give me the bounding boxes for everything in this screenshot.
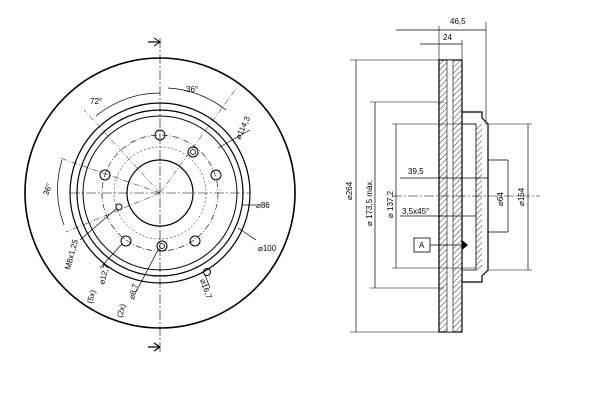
dia-264-label: ⌀264 — [345, 181, 354, 200]
bolt-hole-inner — [190, 149, 196, 155]
stud-hole — [99, 169, 111, 181]
angle-arc-36-left — [57, 159, 65, 226]
width-24-label: 24 — [443, 33, 452, 42]
bolt-hole — [187, 146, 199, 158]
dia-114-3-label: ⌀114,3 — [234, 115, 253, 141]
dia-173-5-label: ⌀ 173,5 máx. — [365, 179, 374, 226]
dia-64-label: ⌀64 — [496, 192, 505, 206]
section-arrow-bottom — [148, 342, 161, 352]
angle-72-label: 72° — [90, 97, 102, 106]
datum-a-label: A — [419, 241, 425, 250]
angle-arc-36-top — [167, 87, 227, 111]
threaded-hole — [115, 203, 123, 211]
bolt-hole-inner — [159, 243, 165, 249]
leader-114-3 — [217, 129, 251, 149]
angle-36-top-label: 36° — [186, 85, 198, 94]
width-46-5-label: 46,5 — [450, 17, 466, 26]
leader-16-7 — [204, 274, 211, 289]
stud-hole — [189, 235, 201, 247]
hat-section-hatch — [476, 124, 482, 270]
leader-100 — [237, 227, 257, 241]
radial-line-lower-left — [65, 192, 161, 233]
dia-137-2-label: ⌀ 137,2 — [386, 190, 395, 218]
chamfer-label: 3,5x45° — [402, 207, 429, 216]
stud-hole — [154, 129, 166, 141]
hat-profile — [462, 111, 489, 283]
angle-arc-72 — [95, 92, 161, 117]
leader-thread — [79, 208, 117, 241]
leader-8-7 — [135, 249, 159, 293]
dia-12-7-label: ⌀12,7 — [97, 263, 111, 286]
stud-hole — [120, 235, 132, 247]
dia-16-7-label: ⌀16,7 — [198, 278, 214, 301]
holes-2-label: (2x) — [115, 303, 127, 319]
side-view: 46,5 24 ⌀264 ⌀ 173,5 máx. ⌀ 137,2 ⌀64 — [345, 17, 540, 333]
locating-hole — [203, 268, 211, 276]
depth-39-5-label: 39,5 — [408, 167, 424, 176]
stud-hole — [210, 169, 222, 181]
leader-12-7 — [99, 243, 123, 269]
bolt-hole — [156, 240, 168, 252]
dia-154-label: ⌀154 — [517, 187, 526, 206]
angle-36-left-label: 36° — [41, 182, 54, 196]
thread-label: M8x1,25 — [63, 238, 80, 270]
holes-5-label: (5x) — [85, 289, 97, 305]
radial-line-upper-left — [83, 109, 161, 194]
dia-8-7-label: ⌀8,7 — [127, 282, 140, 300]
dia-86-label: ⌀86 — [256, 201, 270, 210]
radial-line-top-right — [159, 85, 239, 194]
dia-100-label: ⌀100 — [258, 244, 277, 253]
front-view: 72° 36° 36° ⌀114,3 ⌀86 ⌀100 M8x1,25 (5x)… — [24, 37, 296, 352]
hub-step-top — [488, 159, 508, 233]
